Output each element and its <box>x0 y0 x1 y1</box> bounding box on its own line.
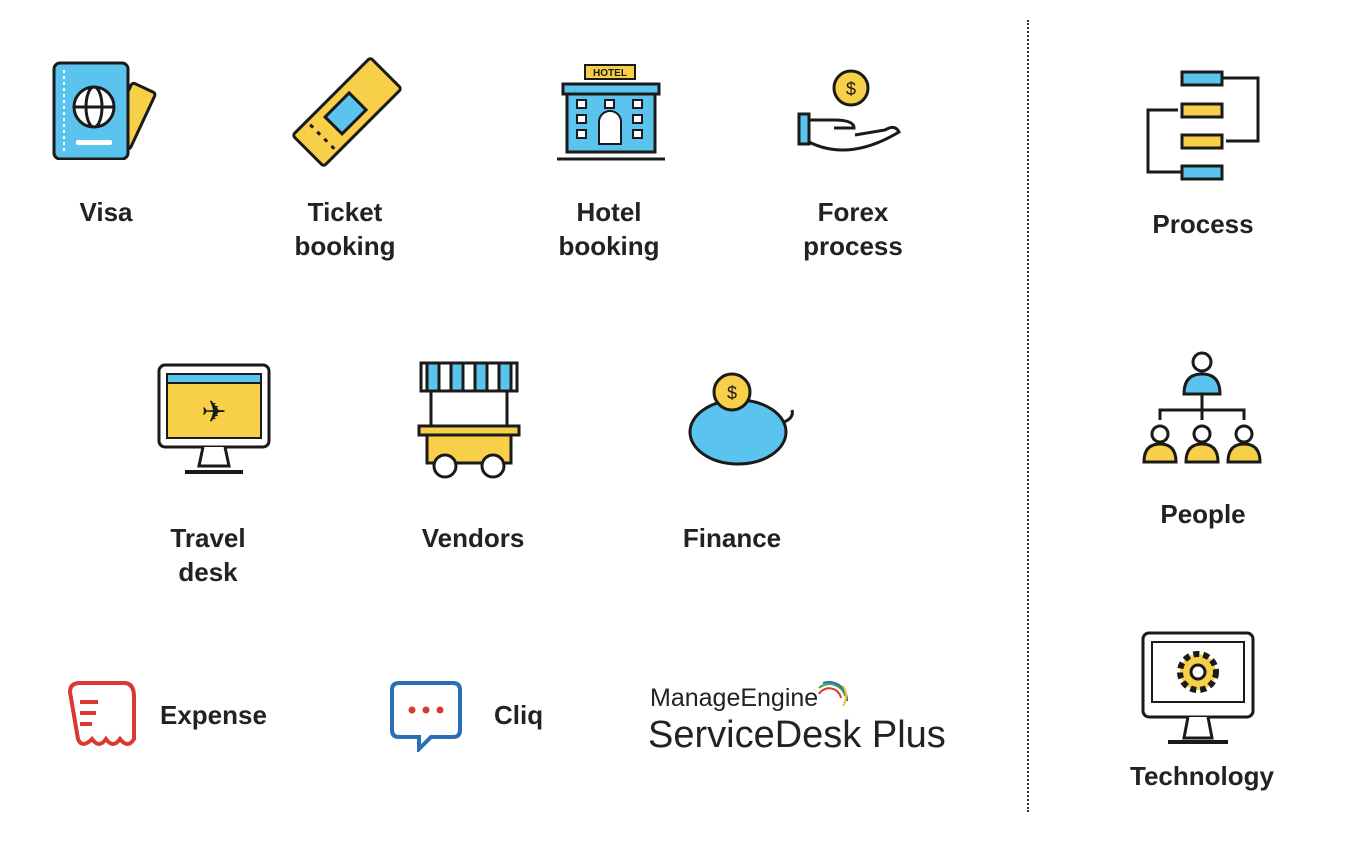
monitor-gear-icon <box>1141 631 1255 744</box>
expense-icon <box>67 681 136 746</box>
hand-coin-icon: $ <box>797 69 901 152</box>
manageengine-brand: ManageEngine <box>650 684 819 712</box>
label-finance: Finance <box>682 523 782 553</box>
expense-label: Expense <box>160 700 267 730</box>
label-people: People <box>1160 499 1246 529</box>
label-visa: Visa <box>79 197 133 227</box>
label-process: Process <box>1152 209 1254 239</box>
people-hierarchy-icon <box>1142 351 1262 464</box>
dotted-divider <box>1027 20 1029 812</box>
cliq-label: Cliq <box>494 700 544 730</box>
servicedesk-plus-product: ServiceDesk Plus <box>648 714 946 756</box>
cliq-icon <box>390 681 462 752</box>
svg-text:$: $ <box>727 383 737 403</box>
svg-text:✈: ✈ <box>201 396 226 429</box>
piggy-bank-icon: $ <box>688 372 794 466</box>
hotel-icon: HOTEL <box>557 64 665 161</box>
label-technology: Technology <box>1130 761 1274 791</box>
monitor-plane-icon: ✈ <box>157 363 271 474</box>
process-flow-icon <box>1146 70 1260 181</box>
manageengine-arc-icon <box>818 680 849 707</box>
label-vendors: Vendors <box>421 523 525 553</box>
passport-icon <box>52 61 157 160</box>
vendor-cart-icon <box>417 361 521 479</box>
hotel-sign-text: HOTEL <box>593 68 627 79</box>
ticket-icon <box>292 57 402 167</box>
svg-text:$: $ <box>846 79 856 99</box>
